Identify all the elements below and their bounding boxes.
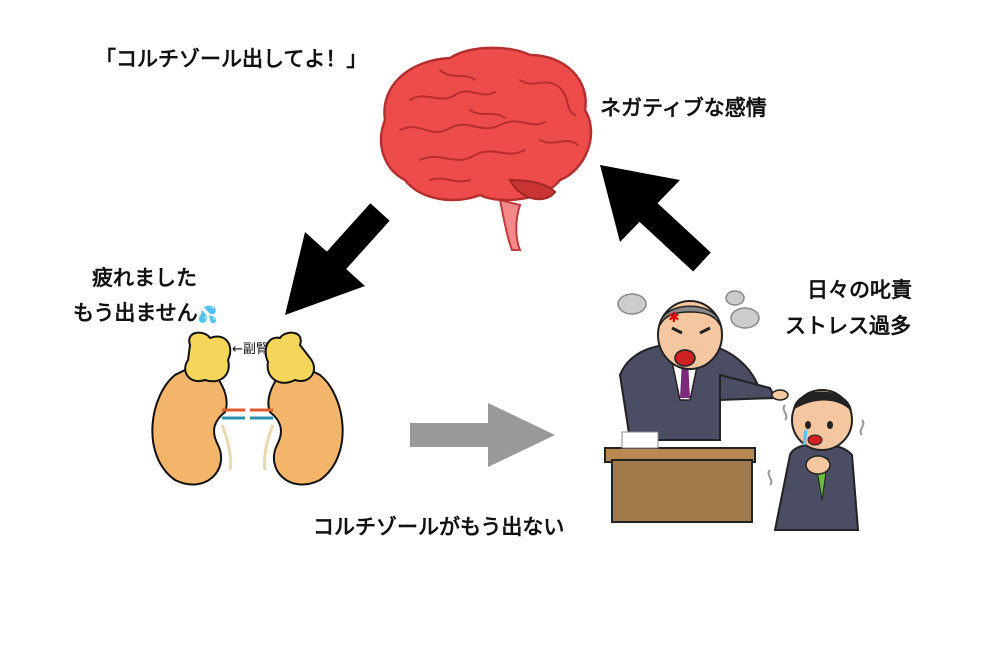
tired-label-line2: もう出ません💦 [73,297,218,327]
tired-label-line1: 疲れました [92,266,197,290]
employee-crying-icon [767,389,865,531]
boss-scolding-icon: ✱ [604,290,789,523]
daily-scolding-label: 日々の叱責 [807,278,912,302]
arrow-brain-to-adrenal [285,203,390,315]
quote-text: 「コルチゾール出してよ！」 [95,47,368,71]
arrow-stress-to-brain [600,165,711,272]
arrow-adrenal-to-outcome [410,403,555,467]
negative-emotion-label: ネガティブな感情 [600,96,767,120]
svg-text:✱: ✱ [668,310,680,326]
sweat-emoji: 💦 [197,305,218,324]
no-cortisol-label: コルチゾールがもう出ない [313,515,565,539]
stress-overload-label: ストレス過多 [785,314,911,338]
kidney-icon [151,331,344,486]
brain-icon [379,46,593,251]
tired-line2-text: もう出ません [73,301,198,325]
